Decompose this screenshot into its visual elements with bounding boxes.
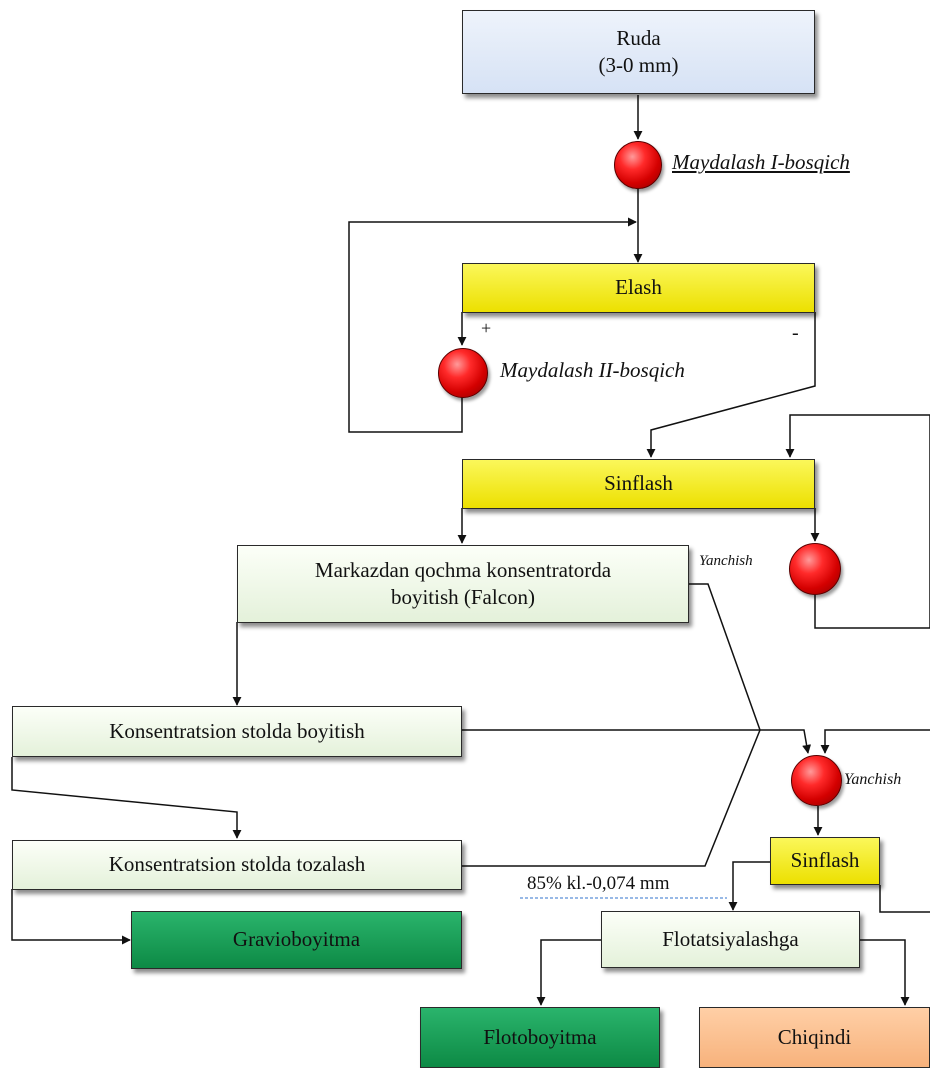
stolda-tozalash-box: Konsentratsion stolda tozalash	[12, 840, 462, 890]
chiqindi-box: Chiqindi	[699, 1007, 930, 1068]
plus-sign: +	[481, 318, 492, 338]
ruda-box: Ruda (3-0 mm)	[462, 10, 815, 94]
sinflash-box-1: Sinflash	[462, 459, 815, 509]
yanchish-1-label: Yanchish	[699, 553, 753, 569]
maydalash-1-icon	[614, 141, 662, 189]
line-tozalash-tails	[462, 729, 761, 867]
sinflash-box-2: Sinflash	[770, 837, 880, 885]
elash-box: Elash	[462, 263, 815, 313]
arrow-flotatsiya-to-flotoboyitma	[536, 939, 601, 1006]
arrow-yanchish2-recycle	[879, 885, 930, 913]
minus-sign: -	[792, 322, 799, 344]
yanchish-2-icon	[791, 755, 842, 806]
arrow-yanchish2-recycle-in	[820, 729, 930, 754]
yanchish-2-label: Yanchish	[844, 771, 902, 788]
arrow-elash-undersize-to-sinflash	[646, 312, 816, 458]
line-falcon-tails	[689, 583, 812, 754]
maydalash-2-icon	[438, 348, 488, 398]
arrow-tozalash-to-gravio	[11, 889, 131, 945]
yanchish-1-icon	[789, 543, 841, 595]
falcon-box: Markazdan qochma konsentratorda boyitish…	[237, 545, 689, 623]
stolda-boyitish-box: Konsentratsion stolda boyitish	[12, 706, 462, 757]
arrow-yanchish1-recycle	[785, 414, 930, 629]
maydalash-1-label: Maydalash I-bosqich	[672, 150, 850, 174]
maydalash-2-label: Maydalash II-bosqich	[500, 358, 685, 382]
flotatsiyalashga-box: Flotatsiyalashga	[601, 911, 860, 968]
arrow-sinflash2-to-flotatsiya	[728, 861, 770, 911]
gravioboyitma-box: Gravioboyitma	[131, 911, 462, 969]
flotoboyitma-box: Flotoboyitma	[420, 1007, 660, 1068]
arrow-stol-to-tozalash	[11, 757, 242, 839]
arrow-crusher2-recycle	[348, 217, 637, 433]
fraction-label: 85% kl.-0,074 mm	[527, 873, 670, 894]
arrow-flotatsiya-to-chiqindi	[860, 939, 910, 1006]
